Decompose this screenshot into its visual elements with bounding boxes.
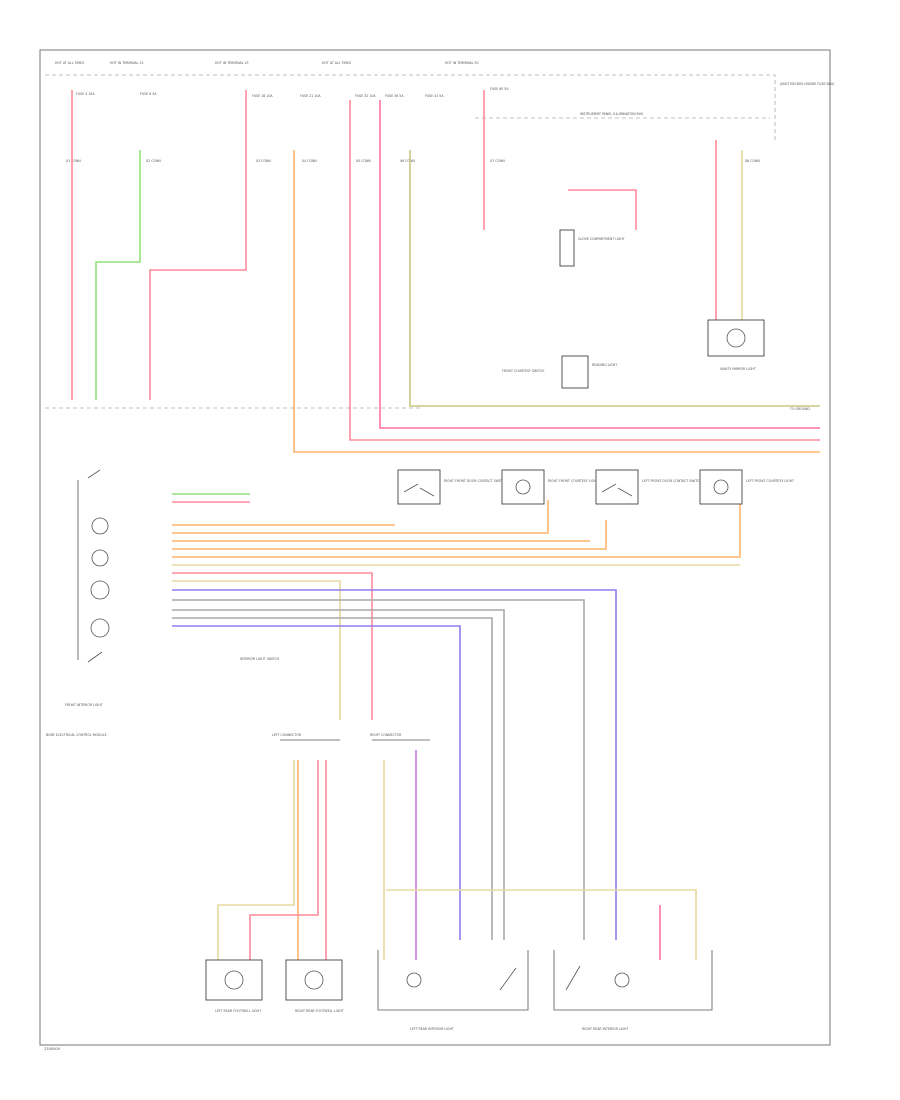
fuse-label-5: FUSE 32 10A	[355, 94, 376, 98]
svg-text:LEFT REAR FOOTWELL LIGHT: LEFT REAR FOOTWELL LIGHT	[215, 1009, 261, 1013]
fuse-source-2: HOT IN TERMINAL 15	[110, 61, 143, 65]
svg-text:RIGHT REAR INTERIOR LIGHT: RIGHT REAR INTERIOR LIGHT	[582, 1027, 628, 1031]
diagram-frame	[39, 49, 831, 1046]
connector-label-3: X3 CONN	[256, 159, 271, 163]
fuse-label-4: FUSE 21 10A	[300, 94, 321, 98]
front-courtesy-switch: FRONT COURTESY SWITCH	[502, 369, 545, 373]
fuse-source-5: HOT IN TERMINAL 30	[445, 61, 478, 65]
wire-right-rear-tan	[386, 889, 697, 960]
fuse-label-1: FUSE 4 10A	[76, 92, 95, 96]
fuse-source-3: HOT IN TERMINAL 15	[215, 61, 248, 65]
svg-text:FRONT COURTESY SWITCH: FRONT COURTESY SWITCH	[502, 369, 545, 373]
vanity-mirror-light: VANITY MIRROR LIGHT	[707, 319, 765, 371]
wire-harness-6	[172, 520, 607, 550]
svg-text:GLOVE COMPARTMENT LIGHT: GLOVE COMPARTMENT LIGHT	[578, 237, 625, 241]
wire-left-connector-red	[249, 760, 319, 960]
wire-fuse21-orange	[293, 150, 820, 453]
interior-light-switch-label: INTERIOR LIGHT SWITCH	[240, 657, 280, 661]
wire-harness-4	[172, 500, 549, 534]
wire-harness-7	[172, 500, 741, 558]
fuse-source-1: HOT AT ALL TIMES	[55, 61, 84, 65]
connector-label-4: X4 CONN	[302, 159, 317, 163]
wire-fuse18-red	[149, 90, 247, 400]
right-rear-interior-light: RIGHT REAR INTERIOR LIGHT	[553, 950, 713, 1031]
ground-label: TO GROUND	[789, 407, 810, 411]
svg-text:RIGHT REAR FOOTWELL LIGHT: RIGHT REAR FOOTWELL LIGHT	[295, 1009, 344, 1013]
wire-harness-9	[172, 572, 373, 720]
wire-fuse32-red	[349, 100, 820, 441]
svg-text:VANITY MIRROR LIGHT: VANITY MIRROR LIGHT	[720, 367, 756, 371]
glove-box-light: GLOVE COMPARTMENT LIGHT	[559, 229, 625, 267]
right-front-courtesy: RIGHT FRONT COURTESY LIGHT	[501, 469, 598, 505]
wire-harness-10	[172, 580, 341, 720]
fuse-source-4: HOT AT ALL TIMES	[322, 61, 351, 65]
wire-fuse41-olive	[409, 150, 820, 407]
connector-label-6: X6 CONN	[400, 159, 415, 163]
svg-text:RIGHT CONNECTOR: RIGHT CONNECTOR	[370, 733, 402, 737]
wire-left-connector-tan	[217, 760, 295, 960]
svg-text:LEFT CONNECTOR: LEFT CONNECTOR	[272, 733, 302, 737]
svg-text:LEFT FRONT COURTESY LIGHT: LEFT FRONT COURTESY LIGHT	[746, 479, 794, 483]
connector-label-7: X7 CONN	[490, 159, 505, 163]
connector-label-8: X8 CONN	[745, 159, 760, 163]
wire-harness-15	[172, 625, 461, 940]
wire-harness-11	[172, 589, 617, 940]
wire-harness-14	[172, 617, 493, 940]
fuse-source-labels: HOT AT ALL TIMES HOT IN TERMINAL 15 HOT …	[55, 61, 834, 116]
connector-label-5: X5 CONN	[356, 159, 371, 163]
left-connector: LEFT CONNECTOR	[272, 733, 340, 741]
junction-label: JUNCTION BOX (INSIDE FUSE BOX)	[779, 82, 834, 86]
right-rear-footwell: RIGHT REAR FOOTWELL LIGHT	[285, 959, 344, 1013]
fuse-label-2: FUSE 8 5A	[140, 92, 157, 96]
fuse-label-6: FUSE 36 5A	[385, 94, 404, 98]
wire-traces	[71, 90, 820, 960]
fuses: FUSE 4 10A FUSE 8 5A FUSE 18 10A FUSE 21…	[76, 87, 509, 98]
right-connector: RIGHT CONNECTOR	[370, 733, 430, 741]
svg-text:RIGHT FRONT COURTESY LIGHT: RIGHT FRONT COURTESY LIGHT	[548, 479, 598, 483]
left-front-courtesy: LEFT FRONT COURTESY LIGHT	[699, 469, 794, 505]
wire-fuse36-pink	[379, 100, 820, 429]
right-front-door-contact: RIGHT FRONT DOOR CONTACT SWITCH	[397, 469, 507, 505]
reading-light: READING LIGHT	[561, 355, 617, 389]
left-rear-footwell: LEFT REAR FOOTWELL LIGHT	[205, 959, 263, 1013]
fuse-box-outline	[45, 74, 776, 140]
bus-label: INSTRUMENT PANEL ILLUMINATION BUS	[580, 112, 643, 116]
svg-text:BODY ELECTRICAL CONTROL MODULE: BODY ELECTRICAL CONTROL MODULE	[46, 733, 107, 737]
fuse-label-7: FUSE 41 5A	[425, 94, 444, 98]
connector-label-2: X2 CONN	[146, 159, 161, 163]
wire-harness-12	[172, 599, 585, 940]
left-front-door-contact: LEFT FRONT DOOR CONTACT SWITCH	[595, 469, 702, 505]
diagram-code: 2300000	[44, 1047, 61, 1051]
svg-text:LEFT FRONT DOOR CONTACT SWITCH: LEFT FRONT DOOR CONTACT SWITCH	[642, 479, 702, 483]
fuse-label-8: FUSE 60 5A	[490, 87, 509, 91]
svg-text:READING LIGHT: READING LIGHT	[592, 363, 617, 367]
svg-text:RIGHT FRONT DOOR CONTACT SWITC: RIGHT FRONT DOOR CONTACT SWITCH	[444, 479, 507, 483]
wire-fuse8-green	[95, 150, 141, 400]
top-connectors: X1 CONN X2 CONN X3 CONN X4 CONN X5 CONN …	[66, 159, 760, 163]
left-rear-interior-light: LEFT REAR INTERIOR LIGHT	[377, 950, 529, 1031]
fuse-label-3: FUSE 18 10A	[252, 94, 273, 98]
connector-label-1: X1 CONN	[66, 159, 81, 163]
front-interior-light: FRONT INTERIOR LIGHT BODY ELECTRICAL CON…	[46, 469, 110, 737]
wire-harness-13	[172, 609, 505, 940]
wire-bus-red	[568, 189, 637, 230]
svg-text:FRONT INTERIOR LIGHT: FRONT INTERIOR LIGHT	[65, 703, 103, 707]
svg-text:LEFT REAR INTERIOR LIGHT: LEFT REAR INTERIOR LIGHT	[410, 1027, 454, 1031]
